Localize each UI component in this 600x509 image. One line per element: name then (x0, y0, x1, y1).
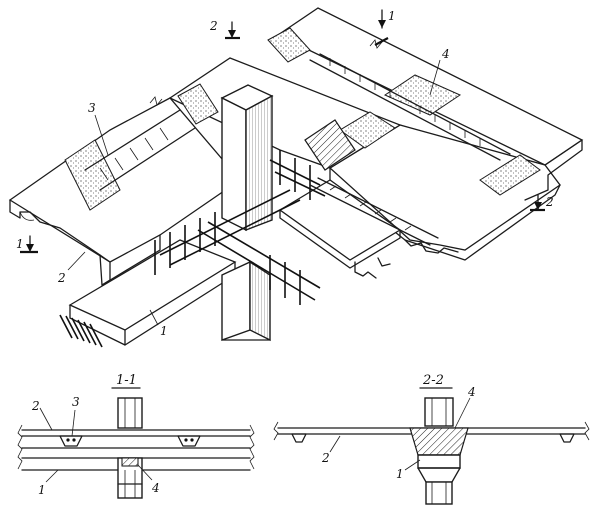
section-callout-2: 2 (321, 451, 330, 465)
grout-joint-middle (339, 111, 396, 149)
monolith-zone (304, 119, 356, 171)
ribbed-joint-left (84, 109, 196, 191)
section-callout-1: 1 (396, 467, 404, 481)
crossbar-beam (59, 239, 237, 348)
column-upper (220, 84, 274, 232)
section-callout-1: 1 (38, 483, 46, 497)
grout-joint-4 (383, 74, 462, 116)
cut-marker-1-top: 1 (374, 9, 396, 46)
slab-panel-right (328, 124, 561, 251)
section-title: 2-2 (422, 373, 444, 388)
cut-marker-2-top: 2 (209, 19, 240, 40)
section-callout-4: 4 (467, 385, 476, 399)
callout-2: 2 (57, 271, 66, 285)
section-callout-3: 3 (72, 395, 80, 409)
callout-3: 3 (88, 101, 96, 115)
crossbar-section (409, 427, 469, 456)
section-callout-4: 4 (151, 481, 160, 495)
rebar-cage (154, 150, 326, 305)
section-2-2: 2-2 4 2 1 (273, 373, 590, 505)
slab-panel-left (8, 97, 241, 263)
grout-joint-left-mid (177, 83, 219, 125)
cut-label: 2 (209, 19, 218, 33)
callout-4: 4 (441, 47, 450, 61)
grout-joint-far-left (267, 27, 311, 63)
grout-joint-right-edge (479, 154, 541, 196)
section-title: 1-1 (116, 373, 137, 388)
callout-1: 1 (160, 324, 168, 338)
cut-marker-1-left: 1 (16, 235, 38, 254)
cut-label: 2 (545, 195, 554, 209)
cut-marker-2-right: 2 (530, 194, 554, 212)
break-line (149, 96, 163, 106)
grout-joint-3 (64, 139, 121, 211)
section-1-1: 1-1 2 3 1 4 (17, 373, 255, 499)
cut-label: 1 (388, 9, 396, 23)
section-callout-2: 2 (31, 399, 40, 413)
ribbed-joint-upper (309, 53, 511, 161)
slab-edge-left (9, 199, 111, 286)
column-lower (221, 260, 271, 342)
cut-label: 1 (16, 237, 24, 251)
ribbed-joint-right (309, 177, 439, 246)
isometric-view: 2 1 1 2 3 4 2 1 (8, 7, 584, 348)
